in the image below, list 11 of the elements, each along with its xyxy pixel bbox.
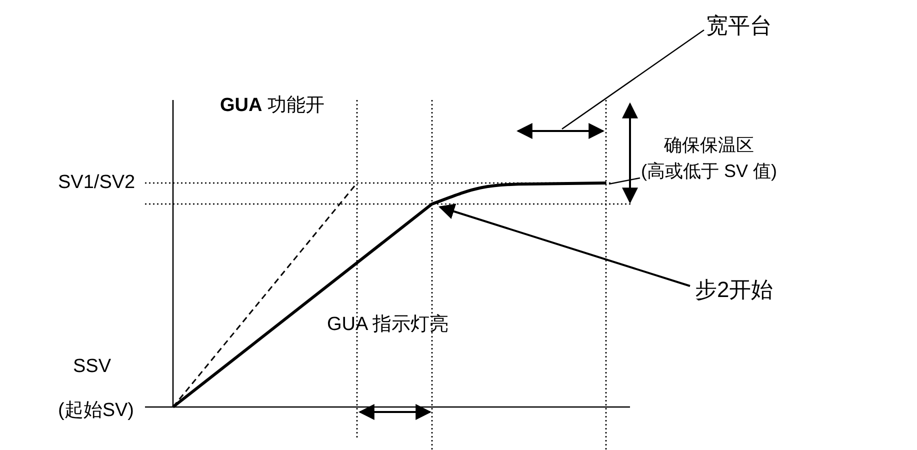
leader-line: [608, 177, 640, 185]
axis-label: SV1/SV2: [58, 171, 136, 195]
axis-label: GUA 指示灯亮: [327, 313, 448, 337]
callout-text: 确保保温区 (高或低于 SV 值): [628, 132, 790, 184]
callout-text: 步2开始: [695, 278, 774, 302]
arrow: [438, 204, 690, 287]
axis-label: GUA 功能开: [220, 94, 325, 118]
axis-label: SSV: [73, 355, 112, 379]
axis-label: (起始SV): [58, 399, 134, 423]
callout-text: 宽平台: [706, 14, 772, 38]
leader-line: [562, 29, 704, 130]
